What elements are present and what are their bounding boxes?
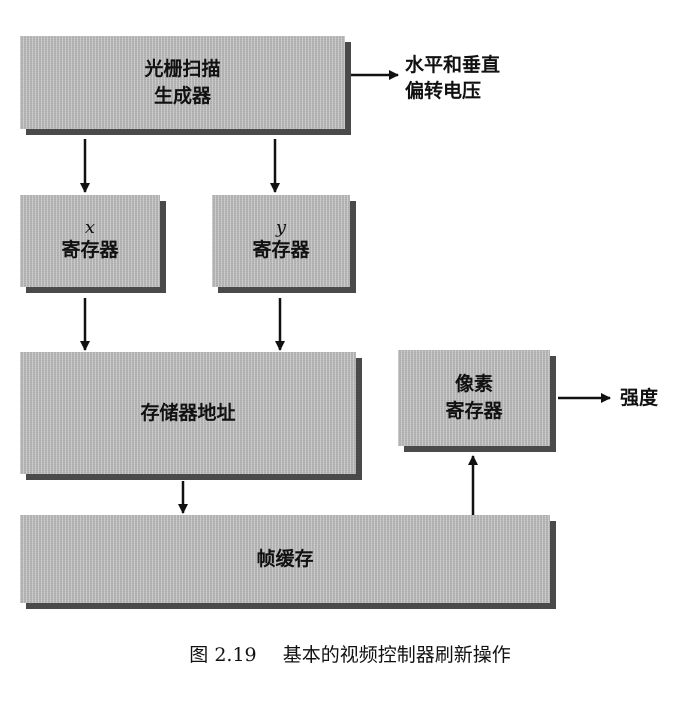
frame-buffer-box: 帧缓存 [20, 515, 550, 603]
intensity-label: 强度 [620, 387, 659, 409]
memory-address-box: 存储器地址 [20, 352, 356, 474]
y-register-box: y 寄存器 [212, 195, 350, 287]
memory-address-label: 存储器地址 [140, 401, 236, 424]
raster-scan-generator-box: 光栅扫描 生成器 [20, 36, 345, 129]
deflection-voltage-label: 水平和垂直 偏转电压 [405, 52, 500, 104]
figure-title: 基本的视频控制器刷新操作 [282, 644, 511, 666]
pixel-register-box: 像素 寄存器 [398, 350, 550, 446]
pixel-line2: 寄存器 [445, 400, 503, 422]
deflection-line2: 偏转电压 [405, 80, 482, 102]
x-variable: x [84, 216, 96, 238]
figure-caption: 图 2.19 基本的视频控制器刷新操作 [0, 640, 700, 667]
y-variable: y [275, 216, 287, 238]
pixel-line1: 像素 [454, 373, 493, 395]
x-register-box: x 寄存器 [20, 195, 160, 287]
deflection-line1: 水平和垂直 [405, 54, 501, 76]
raster-line1: 光栅扫描 [144, 57, 221, 80]
y-register-label: 寄存器 [252, 238, 310, 261]
figure-number: 图 2.19 [189, 644, 257, 666]
frame-buffer-label: 帧缓存 [256, 547, 314, 570]
x-register-label: 寄存器 [61, 238, 119, 261]
raster-line2: 生成器 [153, 84, 211, 107]
